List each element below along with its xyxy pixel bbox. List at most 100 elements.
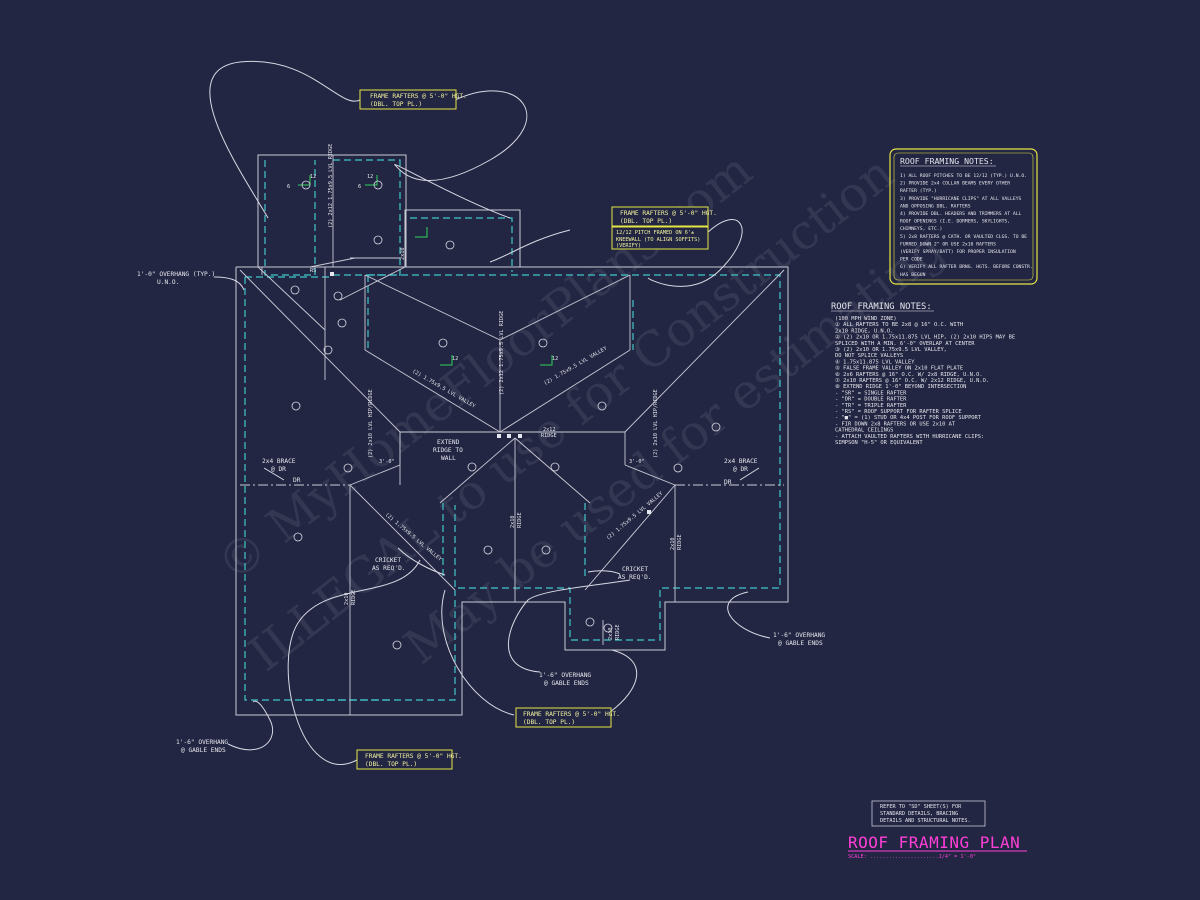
- svg-text:(2) 2x10 LVL HIP/RIDGE: (2) 2x10 LVL HIP/RIDGE: [653, 389, 659, 458]
- notes-white-line: - "■" = (1) STUD OR 4x4 POST FOR ROOF SU…: [835, 415, 982, 421]
- svg-text:RIDGE: RIDGE: [541, 433, 557, 439]
- callout-frame-mid: FRAME RAFTERS @ 5'-0" HGT. (DBL. TOP PL.…: [611, 206, 717, 250]
- svg-text:12: 12: [552, 356, 558, 362]
- svg-text:(DBL. TOP PL.): (DBL. TOP PL.): [523, 719, 575, 726]
- svg-text:2x4 BRACE: 2x4 BRACE: [262, 458, 296, 465]
- roof-framing-notes-yellow: ROOF FRAMING NOTES: 1) ALL ROOF PITCHES …: [889, 148, 1038, 285]
- svg-text:(2) 2x10 LVL HIP/RIDGE: (2) 2x10 LVL HIP/RIDGE: [368, 389, 374, 458]
- notes-white-line: - "SR" = SINGLE RAFTER: [835, 390, 907, 396]
- notes-yellow-line: 5) 2x8 RAFTERS @ CATH. OR VAULTED CLGS. …: [900, 234, 1027, 240]
- svg-text:DETAILS AND STRUCTURAL NOTES.: DETAILS AND STRUCTURAL NOTES.: [880, 818, 971, 824]
- svg-text:1'-6" OVERHANG: 1'-6" OVERHANG: [539, 672, 591, 679]
- svg-text:2x12: 2x12: [543, 427, 556, 433]
- svg-text:1'-6" OVERHANG: 1'-6" OVERHANG: [773, 632, 825, 639]
- note-tags: [290, 180, 721, 650]
- notes-yellow-line: ROOF OPENINGS (I.E. DORMERS, SKYLIGHTS,: [900, 219, 1010, 225]
- notes-white-line: - "RS" = ROOF SUPPORT FOR RAFTER SPLICE: [835, 409, 962, 415]
- notes-yellow-line: 6) VERIFY ALL RAFTER BRNG. HGTS. BEFORE …: [900, 264, 1033, 270]
- notes-white-line: SPLICED WITH A MIN. 6'-0" OVERLAP AT CEN…: [835, 341, 975, 347]
- notes-white-list: (100 MPH WIND ZONE)① ALL RAFTERS TO BE 2…: [835, 316, 1015, 446]
- svg-text:CRICKET: CRICKET: [622, 566, 648, 573]
- svg-text:DR: DR: [293, 477, 301, 484]
- svg-text:RIDGE: RIDGE: [517, 512, 523, 528]
- refer-box: REFER TO "SD" SHEET(S) FOR STANDARD DETA…: [871, 800, 986, 827]
- svg-text:(DBL. TOP PL.): (DBL. TOP PL.): [365, 761, 417, 768]
- svg-text:FRAME RAFTERS @ 5'-0" HGT.: FRAME RAFTERS @ 5'-0" HGT.: [365, 753, 462, 760]
- notes-white-line: ⑦ 2x10 RAFTERS @ 16" O.C. W/ 2x12 RIDGE,…: [835, 378, 989, 384]
- notes-white-line: ⑤ FALSE FRAME VALLEY ON 2x10 FLAT PLATE: [835, 366, 963, 372]
- svg-text:1'-6" OVERHANG: 1'-6" OVERHANG: [176, 739, 228, 746]
- notes-yellow-line: AND OPPOSING DBL. RAFTERS: [900, 203, 971, 209]
- notes-yellow-line: (VERIFY SPRAY/BATT) FOR PROPER INSULATIO…: [900, 249, 1016, 255]
- svg-text:2x10: 2x10: [670, 538, 676, 551]
- svg-text:EXTEND: EXTEND: [437, 439, 460, 446]
- callout-frame-top: FRAME RAFTERS @ 5'-0" HGT. (DBL. TOP PL.…: [359, 89, 467, 110]
- notes-white-line: ③ (2) 2x10 OR 1.75x9.5 LVL VALLEY,: [835, 347, 947, 353]
- svg-text:@ GABLE ENDS: @ GABLE ENDS: [778, 640, 823, 647]
- svg-text:6: 6: [358, 184, 361, 190]
- svg-text:FRAME RAFTERS @ 5'-0" HGT.: FRAME RAFTERS @ 5'-0" HGT.: [370, 93, 467, 100]
- notes-yellow-line: RAFTER (TYP.): [900, 188, 937, 194]
- svg-text:FRAME RAFTERS @ 5'-0" HGT.: FRAME RAFTERS @ 5'-0" HGT.: [620, 210, 717, 217]
- roof-lines: [239, 155, 785, 715]
- svg-text:RIDGE: RIDGE: [615, 624, 621, 640]
- callout-frame-low: FRAME RAFTERS @ 5'-0" HGT. (DBL. TOP PL.…: [356, 749, 462, 770]
- notes-white-line: ④ 1.75x11.875 LVL VALLEY: [835, 359, 915, 365]
- svg-text:STANDARD DETAILS, BRACING: STANDARD DETAILS, BRACING: [880, 811, 958, 817]
- notes-white-line: ⑧ EXTEND RIDGE 1'-0" BEYOND INTERSECTION: [835, 384, 966, 390]
- svg-text:RIDGE: RIDGE: [351, 589, 357, 605]
- notes-white-line: 2x10 RIDGE, U.N.O.: [835, 328, 893, 334]
- pitch-symbol: [415, 227, 428, 238]
- roof-framing-notes-white: ROOF FRAMING NOTES: (100 MPH WIND ZONE)①…: [831, 302, 1015, 446]
- svg-text:RS: RS: [310, 268, 316, 274]
- svg-text:12: 12: [452, 356, 458, 362]
- svg-text:KNEEWALL (TO ALIGN SOFFITS): KNEEWALL (TO ALIGN SOFFITS): [616, 237, 700, 243]
- overhang-labels: 1'-0" OVERHANG (TYP.) U.N.O. 1'-6" OVERH…: [137, 271, 825, 754]
- notes-yellow-list: 1) ALL ROOF PITCHES TO BE 12/12 (TYP.) U…: [900, 173, 1033, 278]
- svg-text:@ DR: @ DR: [271, 466, 286, 473]
- svg-text:WALL: WALL: [441, 455, 456, 462]
- notes-white-line: ⑥ 2x6 RAFTERS @ 16" O.C. W/ 2x8 RIDGE, U…: [835, 372, 983, 378]
- svg-text:12: 12: [367, 174, 373, 180]
- svg-text:@ GABLE ENDS: @ GABLE ENDS: [181, 747, 226, 754]
- svg-text:CRICKET: CRICKET: [375, 557, 401, 564]
- plan-scale: SCALE: ......................1/4" = 1'-0…: [848, 854, 976, 860]
- leader-lines: [209, 60, 771, 765]
- notes-white-line: - "TR" = TRIPLE RAFTER: [835, 403, 907, 409]
- svg-text:2x10: 2x10: [400, 248, 406, 261]
- notes-yellow-line: FURRED DOWN 2" OR USE 2x10 RAFTERS: [900, 241, 996, 247]
- pitch-symbol: [365, 175, 378, 186]
- svg-text:(DBL. TOP PL.): (DBL. TOP PL.): [370, 101, 422, 108]
- svg-text:2x10: 2x10: [344, 593, 350, 606]
- notes-white-title: ROOF FRAMING NOTES:: [831, 302, 932, 312]
- notes-yellow-line: CHIMNEYS, ETC.): [900, 226, 942, 232]
- pitch-symbol: [540, 355, 553, 366]
- svg-text:@ GABLE ENDS: @ GABLE ENDS: [544, 680, 589, 687]
- svg-text:6: 6: [287, 184, 290, 190]
- notes-yellow-line: HAS BEGUN: [900, 272, 926, 278]
- svg-text:(VERIFY): (VERIFY): [616, 243, 641, 249]
- svg-text:@ DR: @ DR: [733, 466, 748, 473]
- svg-text:12/12 PITCH FRAMED ON 6'±: 12/12 PITCH FRAMED ON 6'±: [616, 230, 694, 236]
- pitch-symbol: [298, 175, 311, 186]
- plan-title: ROOF FRAMING PLAN: [848, 833, 1020, 852]
- svg-text:(2) 2x12 1.75x9.5 LVL RIDGE: (2) 2x12 1.75x9.5 LVL RIDGE: [328, 144, 334, 228]
- svg-text:DR: DR: [724, 479, 732, 486]
- svg-text:3'-0": 3'-0": [629, 459, 645, 465]
- notes-white-line: - "DR" = DOUBLE RAFTER: [835, 397, 907, 403]
- notes-yellow-line: 2) PROVIDE 2x4 COLLAR BEAMS EVERY OTHER: [900, 181, 1010, 187]
- notes-yellow-title: ROOF FRAMING NOTES:: [900, 156, 994, 166]
- notes-white-line: (100 MPH WIND ZONE): [835, 316, 897, 322]
- svg-text:RIDGE: RIDGE: [677, 534, 683, 550]
- notes-yellow-line: 4) PROVIDE DBL. HEADERS AND TRIMMERS AT …: [900, 211, 1022, 217]
- pitch-symbol: [440, 355, 453, 366]
- post-markers: [330, 272, 651, 514]
- notes-white-line: SIMPSON "H-5" OR EQUIVALENT: [835, 440, 923, 446]
- svg-text:AS REQ'D.: AS REQ'D.: [372, 565, 406, 572]
- svg-text:2x10: 2x10: [608, 628, 614, 641]
- svg-text:(2) 2x12 1.75x9.5 LVL RIDGE: (2) 2x12 1.75x9.5 LVL RIDGE: [499, 311, 505, 395]
- building-outline: [235, 154, 789, 716]
- svg-text:2x4 BRACE: 2x4 BRACE: [724, 458, 758, 465]
- svg-text:U.N.O.: U.N.O.: [157, 279, 179, 286]
